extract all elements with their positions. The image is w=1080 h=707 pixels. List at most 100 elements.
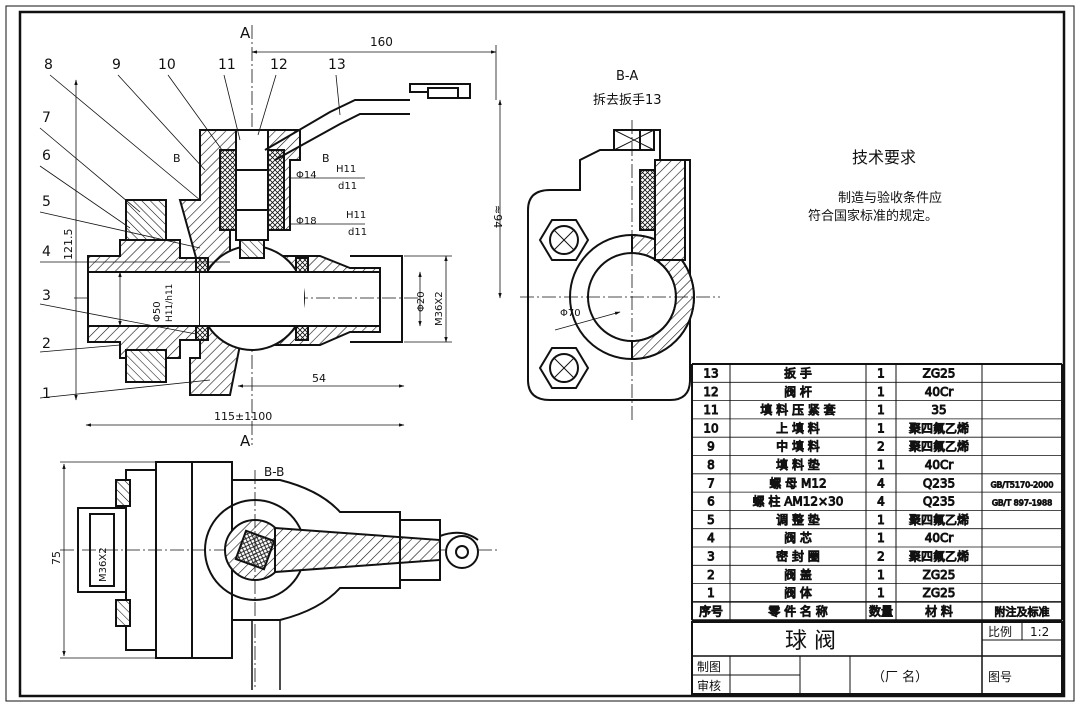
scale-label: 比例 (988, 625, 1012, 639)
bom-cell-material: 聚四氟乙烯 (909, 513, 969, 527)
bom-cell-name: 密 封 圈 (776, 549, 820, 564)
bom-cell-qty: 4 (877, 495, 885, 509)
bom-header-no: 序号 (699, 603, 723, 618)
dim-94: ≈94 (491, 205, 504, 228)
bom-cell-qty: 1 (877, 458, 885, 472)
bom-cell-material: ZG25 (923, 568, 956, 582)
bom-cell-material: Q235 (923, 476, 955, 490)
bom-cell-no: 13 (703, 367, 718, 381)
dim-m36-front: M36X2 (434, 291, 445, 326)
view-bb (60, 461, 500, 690)
product-name: 球 阀 (785, 629, 836, 654)
drawing-no-label: 图号 (988, 670, 1012, 684)
dim-fit14-d: d11 (338, 181, 357, 192)
bom-cell-material: ZG25 (923, 586, 956, 600)
bom-cell-no: 7 (707, 476, 715, 490)
bom-cell-qty: 1 (877, 367, 885, 381)
bom-cell-qty: 4 (877, 476, 885, 490)
dim-d70: Φ70 (560, 308, 581, 319)
section-a-top: A (240, 24, 251, 42)
dim-d50: Φ50 (152, 301, 163, 322)
bom-cell-name: 螺 母 M12 (769, 476, 826, 490)
balloon-8: 8 (44, 57, 53, 73)
bom-header-qty: 数量 (869, 603, 893, 618)
bom-cell-qty: 1 (877, 385, 885, 399)
bom-cell-qty: 1 (877, 568, 885, 582)
dim-75: 75 (50, 551, 63, 565)
dim-fit14: Φ14 (296, 170, 317, 181)
dim-fit14-h: H11 (336, 164, 356, 175)
bom-cell-no: 5 (707, 513, 715, 527)
bom-header-note: 附注及标准 (995, 604, 1050, 618)
section-b-left: B (173, 152, 181, 165)
tech-line-2: 符合国家标准的规定。 (808, 208, 938, 224)
bom-cell-material: ZG25 (923, 367, 956, 381)
bb-dimensions (60, 461, 160, 659)
bom-cell-no: 4 (707, 531, 715, 545)
view-ba (520, 120, 720, 420)
bom-cell-name: 中 填 料 (776, 439, 820, 454)
bom-cell-qty: 2 (877, 550, 885, 564)
bom-cell-qty: 1 (877, 586, 885, 600)
check-label: 审核 (697, 678, 721, 693)
dim-fit18-h: H11 (346, 210, 366, 221)
front-dimensions (39, 45, 502, 427)
bom-cell-material: 聚四氟乙烯 (909, 550, 969, 564)
bom-cell-name: 阀 杆 (784, 385, 812, 399)
section-b-right: B (322, 152, 330, 165)
bom-header-material: 材 料 (925, 604, 953, 618)
bom-cell-note: GB/T5170-2000 (991, 480, 1054, 489)
dim-d20: Φ20 (416, 291, 427, 312)
bom-cell-no: 12 (703, 385, 718, 399)
bom-cell-no: 11 (703, 403, 718, 417)
bom-cell-qty: 1 (877, 513, 885, 527)
dim-115: 115±1100 (214, 410, 272, 423)
bom-cell-material: 聚四氟乙烯 (909, 421, 969, 435)
balloon-7: 7 (42, 110, 51, 126)
section-a-bottom: A (240, 432, 251, 450)
bom-header-name: 零 件 名 称 (768, 603, 827, 618)
factory-name: （厂 名） (872, 669, 928, 685)
bom-cell-no: 3 (707, 550, 715, 564)
balloon-9: 9 (112, 57, 121, 73)
bom-cell-no: 9 (707, 440, 715, 454)
title-block (691, 621, 1063, 695)
bom-cell-qty: 2 (877, 440, 885, 454)
bom-cell-name: 螺 柱 AM12×30 (753, 494, 844, 509)
bom-cell-material: 40Cr (925, 458, 954, 472)
balloon-4: 4 (42, 244, 51, 260)
dim-121-5: 121.5 (62, 229, 75, 261)
bom-cell-name: 填 料 垫 (776, 457, 820, 472)
balloon-12: 12 (270, 57, 288, 73)
bom-cell-qty: 1 (877, 403, 885, 417)
bom-cell-qty: 1 (877, 531, 885, 545)
balloon-11: 11 (218, 57, 236, 73)
bom-cell-name: 填 料 压 紧 套 (760, 403, 835, 417)
bom-cell-no: 1 (707, 586, 715, 600)
bom-cell-no: 6 (707, 495, 715, 509)
balloon-1: 1 (42, 386, 51, 402)
bom-cell-name: 扳 手 (784, 367, 812, 381)
inner-frame (18, 10, 1066, 698)
dim-fit18-d: d11 (348, 227, 367, 238)
tech-title: 技术要求 (852, 148, 916, 167)
view-bb-title: B-B (264, 465, 284, 479)
balloon-13: 13 (328, 57, 346, 73)
labels: A A B B 8 9 10 11 12 13 7 6 5 4 3 2 1 16… (42, 24, 1049, 693)
balloon-6: 6 (42, 148, 51, 164)
bom-cell-name: 阀 体 (784, 586, 812, 600)
bom-cell-no: 10 (703, 421, 718, 435)
bom-cell-qty: 1 (877, 421, 885, 435)
outer-frame (5, 5, 1075, 702)
scale-value: 1:2 (1030, 625, 1049, 639)
dim-m36-bottom: M36X2 (98, 547, 109, 582)
balloon-10: 10 (158, 57, 176, 73)
bom-cell-name: 阀 盖 (784, 568, 812, 582)
bom-cell-name: 阀 芯 (784, 531, 812, 545)
front-view (74, 25, 471, 445)
view-ba-title: B-A (616, 69, 638, 84)
bom-cell-no: 8 (707, 458, 715, 472)
bom-cell-name: 上 填 料 (776, 421, 820, 435)
